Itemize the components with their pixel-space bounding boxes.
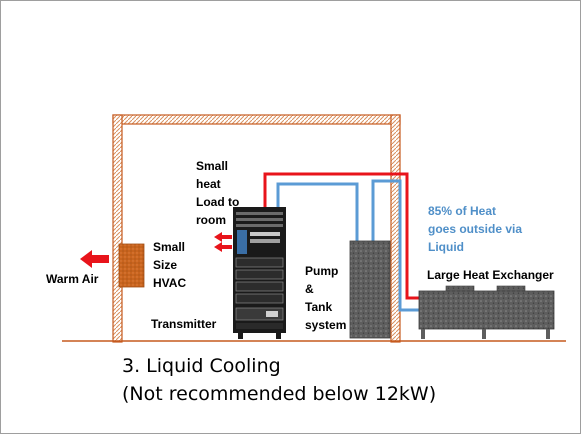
small-size-line-2: Size (153, 258, 178, 272)
pump-tank-unit (349, 240, 391, 339)
caption-title: 3. Liquid Cooling (122, 355, 281, 377)
small-size-hvac-label: Small Size HVAC (153, 238, 186, 292)
warm-air-label: Warm Air (46, 272, 99, 286)
heat-load-arrows (214, 232, 232, 252)
pump-line-2: & (305, 282, 314, 296)
small-heat-line-3: Load to (196, 195, 240, 209)
large-heat-exchanger-label: Large Heat Exchanger (427, 268, 554, 282)
left-wall (112, 114, 123, 343)
heat-outside-line-3: Liquid (428, 240, 464, 254)
roof (112, 114, 401, 125)
small-size-line-3: HVAC (153, 276, 187, 290)
warm-air-arrow (80, 250, 109, 268)
pump-line-1: Pump (305, 264, 339, 278)
large-heat-exchanger-unit (418, 285, 555, 339)
small-heat-label: Small heat Load to room (196, 157, 239, 229)
heat-outside-line-2: goes outside via (428, 222, 523, 236)
caption-subtitle: (Not recommended below 12kW) (122, 383, 437, 405)
small-heat-line-2: heat (196, 177, 221, 191)
transmitter-rack (233, 207, 286, 339)
pump-line-3: Tank (305, 300, 333, 314)
small-heat-line-1: Small (196, 159, 229, 173)
small-hvac-unit (118, 243, 145, 288)
rack-panel-blue (237, 230, 247, 254)
heat-outside-line-1: 85% of Heat (428, 204, 497, 218)
small-size-line-1: Small (153, 240, 186, 254)
cold-pipe-exchanger-line (371, 179, 420, 312)
heat-outside-label: 85% of Heat goes outside via Liquid (428, 202, 522, 256)
pump-tank-label: Pump & Tank system (305, 262, 346, 334)
transmitter-label: Transmitter (151, 317, 217, 331)
pump-line-4: system (305, 318, 347, 332)
small-heat-line-4: room (196, 213, 226, 227)
